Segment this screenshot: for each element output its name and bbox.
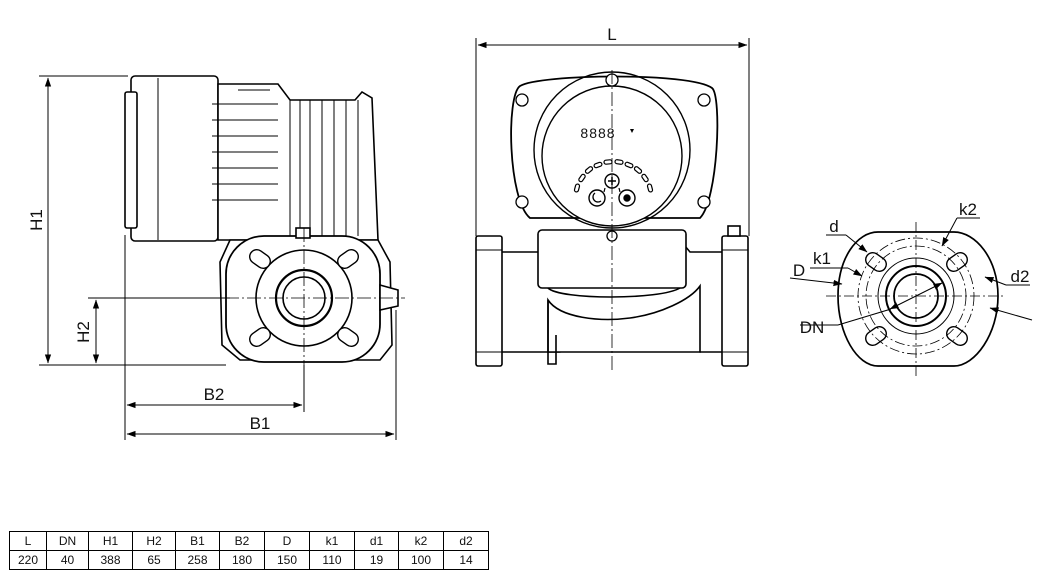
label-d2: d2 — [1011, 267, 1030, 286]
motor-fins — [212, 89, 359, 236]
label-h1: H1 — [27, 209, 46, 231]
table-cell: 180 — [219, 550, 265, 570]
pump-dimension-drawing: H1 H2 B2 B1 8888 — [27, 25, 1033, 440]
table-header-row: L DN H1 H2 B1 B2 D k1 d1 k2 d2 — [9, 531, 489, 551]
table-header-cell: d2 — [443, 531, 489, 551]
label-k1: k1 — [813, 249, 831, 268]
table-header-cell: L — [9, 531, 47, 551]
table-cell: 150 — [264, 550, 310, 570]
table-header-cell: B2 — [219, 531, 265, 551]
table-cell: 14 — [443, 550, 489, 570]
table-cell: 388 — [88, 550, 133, 570]
table-header-cell: k2 — [398, 531, 444, 551]
table-row: 220 40 388 65 258 180 150 110 19 100 14 — [9, 550, 489, 570]
control-panel: 8888 — [573, 125, 654, 207]
label-d: d — [829, 217, 838, 236]
speed-indicator-arc — [573, 159, 654, 193]
label-h2: H2 — [74, 321, 93, 343]
dimensions-table: L DN H1 H2 B1 B2 D k1 d1 k2 d2 220 40 38… — [9, 531, 489, 570]
table-header-cell: d1 — [354, 531, 399, 551]
display-digits: 8888 — [580, 125, 615, 141]
label-l: L — [607, 25, 616, 44]
table-cell: 110 — [309, 550, 355, 570]
table-header-cell: D — [264, 531, 310, 551]
label-b1: B1 — [250, 414, 271, 433]
flange-view-dimensions — [789, 217, 1033, 326]
front-view — [475, 71, 749, 367]
table-header-cell: k1 — [309, 531, 355, 551]
table-cell: 100 — [398, 550, 444, 570]
display-indicator-icon — [630, 129, 634, 133]
table-header-cell: H2 — [132, 531, 176, 551]
table-cell: 220 — [9, 550, 47, 570]
side-view-centerlines — [225, 228, 405, 368]
front-view-dimensions — [475, 38, 750, 236]
table-header-cell: B1 — [175, 531, 220, 551]
table-cell: 65 — [132, 550, 176, 570]
label-outer-d: D — [793, 261, 805, 280]
label-dn: DN — [800, 318, 825, 337]
label-b2: B2 — [204, 385, 225, 404]
table-header-cell: H1 — [88, 531, 133, 551]
side-view-dimensions — [39, 75, 397, 440]
label-k2: k2 — [959, 200, 977, 219]
side-view — [124, 75, 399, 363]
table-cell: 40 — [46, 550, 89, 570]
table-cell: 19 — [354, 550, 399, 570]
table-cell: 258 — [175, 550, 220, 570]
flange-bolt-slots — [249, 249, 359, 347]
mode-button-cluster — [588, 173, 636, 207]
table-header-cell: DN — [46, 531, 89, 551]
